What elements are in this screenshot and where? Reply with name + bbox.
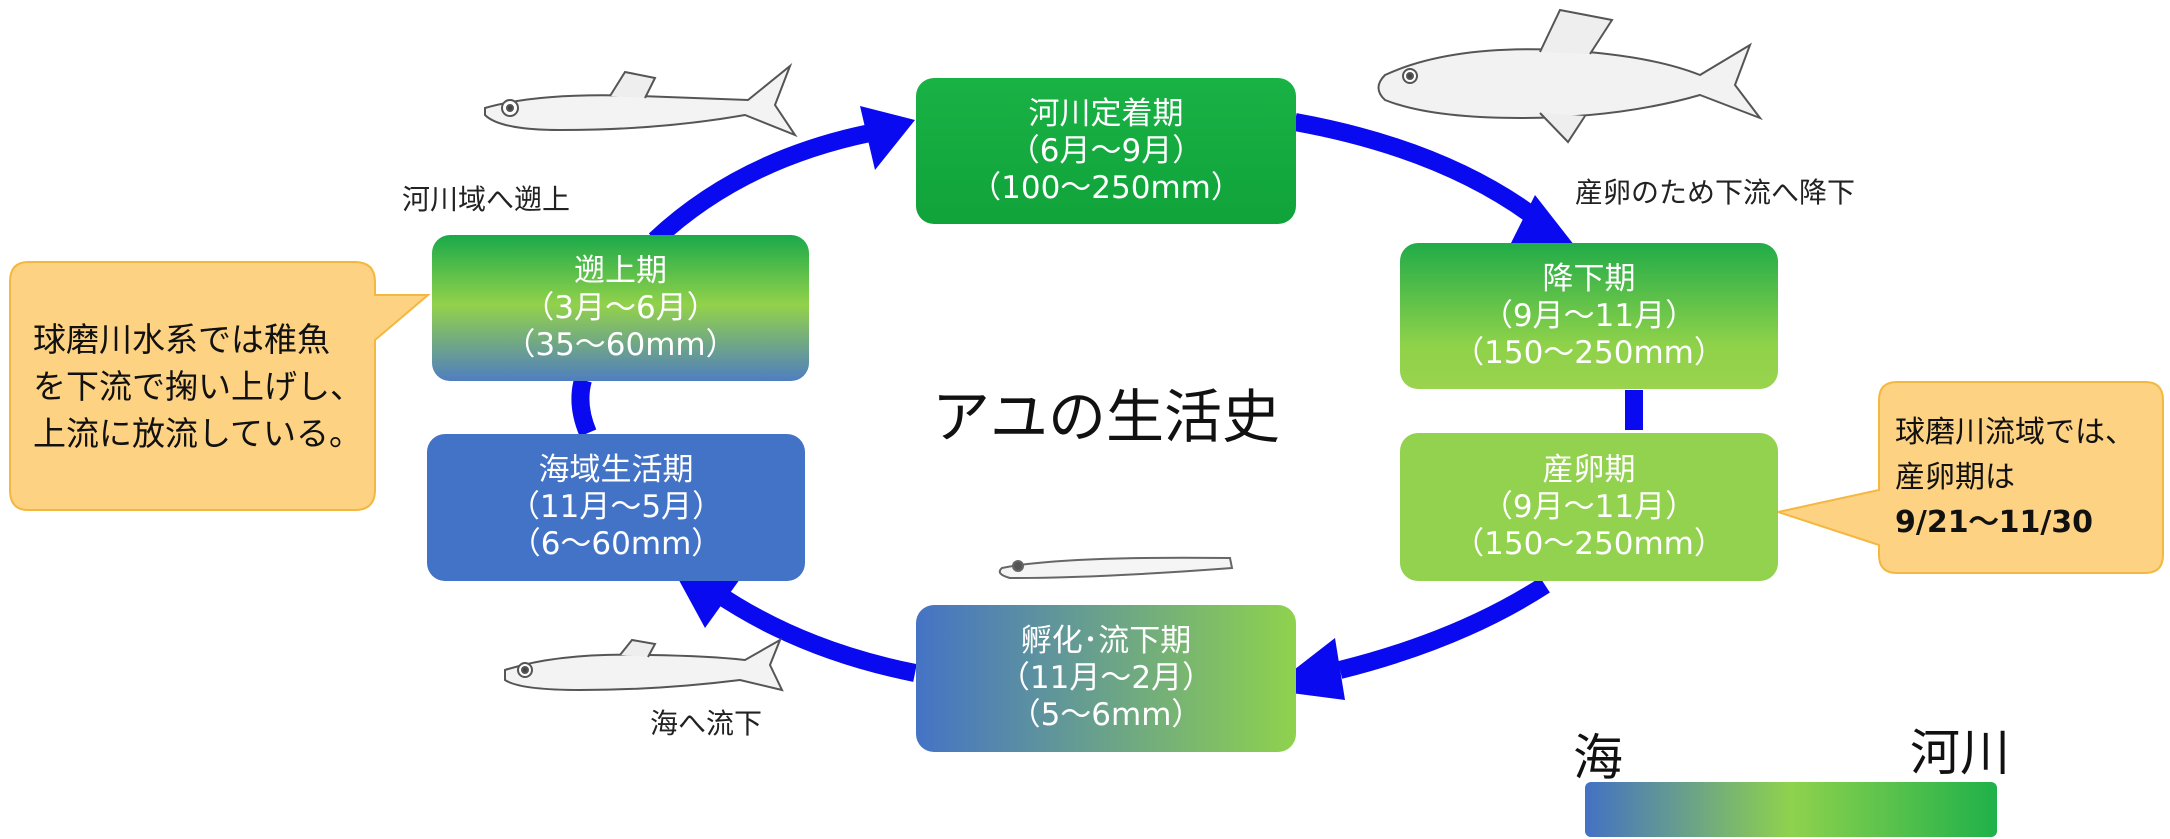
right-callout-bubble <box>1774 381 2164 574</box>
juvenile-fish-icon <box>484 62 798 138</box>
arrow-sea-to-upstream <box>571 377 597 437</box>
arrow-hatching-to-sea <box>709 584 917 682</box>
stage-hatching-name: 孵化･流下期 <box>1020 623 1192 659</box>
note-descent: 産卵のため下流へ降下 <box>1575 176 1856 209</box>
stage-spawning-size: （150～250mm） <box>1453 525 1725 562</box>
stage-hatching: 孵化･流下期 （11月～2月） （5～6mm） <box>916 605 1296 752</box>
left-callout-text: 球磨川水系では稚魚 を下流で掬い上げし、 上流に放流している。 <box>33 316 363 457</box>
arrow-spawning-to-hatching <box>1337 577 1550 679</box>
stage-hatching-period: （11月～2月） <box>998 660 1214 696</box>
diagram-title: アユの生活史 <box>932 383 1281 451</box>
legend-gradient-bar <box>1585 782 1997 837</box>
left-callout-line-2: を下流で掬い上げし、 <box>33 367 363 406</box>
arrow-river-to-descent <box>1293 113 1551 233</box>
stage-upstream-name: 遡上期 <box>574 252 667 289</box>
stage-upstream-size: （35～60mm） <box>504 326 737 363</box>
right-callout-line-3: 9/21～11/30 <box>1895 505 2094 540</box>
stage-sea-life: 海域生活期 （11月～5月） （6～60mm） <box>427 434 805 581</box>
stage-descent-size: （150～250mm） <box>1453 334 1725 371</box>
legend-sea-label: 海 <box>1573 729 1623 787</box>
left-callout-bubble <box>9 261 431 511</box>
stage-upstream-period: （3月～6月） <box>523 289 718 326</box>
stage-spawning-name: 産卵期 <box>1542 451 1636 488</box>
stage-upstream: 遡上期 （3月～6月） （35～60mm） <box>432 235 809 381</box>
stage-hatching-size: （5～6mm） <box>1009 697 1203 733</box>
right-callout-line-2: 産卵期は <box>1895 460 2015 495</box>
arrowhead-to-river <box>860 106 915 170</box>
left-callout-line-1: 球磨川水系では稚魚 <box>33 320 330 359</box>
right-callout-text: 球磨川流域では、 産卵期は 9/21～11/30 <box>1895 410 2135 545</box>
stage-spawning-period: （9月～11月） <box>1481 488 1697 525</box>
stage-descent-period: （9月～11月） <box>1481 297 1697 334</box>
stage-sea-period: （11月～5月） <box>508 489 724 525</box>
young-fish-icon <box>504 637 784 692</box>
arrowhead-to-descent <box>1510 195 1578 250</box>
stage-descent: 降下期 （9月～11月） （150～250mm） <box>1400 243 1778 389</box>
left-callout-line-3: 上流に放流している。 <box>33 414 363 453</box>
note-to-sea: 海へ流下 <box>650 707 763 740</box>
stage-descent-name: 降下期 <box>1542 260 1636 297</box>
stage-sea-size: （6～60mm） <box>509 526 723 562</box>
legend-river-label: 河川 <box>1910 724 2010 782</box>
stage-river-name: 河川定着期 <box>1028 95 1184 132</box>
stage-spawning: 産卵期 （9月～11月） （150～250mm） <box>1400 433 1778 581</box>
stage-river-period: （6月～9月） <box>1008 132 1204 169</box>
stage-sea-name: 海域生活期 <box>538 452 694 488</box>
right-callout-line-1: 球磨川流域では、 <box>1895 415 2135 450</box>
larva-icon <box>998 556 1234 580</box>
stage-river-size: （100～250mm） <box>970 169 1242 206</box>
arrow-upstream-to-river <box>648 124 872 247</box>
stage-river-settlement: 河川定着期 （6月～9月） （100～250mm） <box>916 78 1296 224</box>
adult-fish-icon <box>1377 8 1763 144</box>
note-upstream: 河川域へ遡上 <box>402 183 571 216</box>
